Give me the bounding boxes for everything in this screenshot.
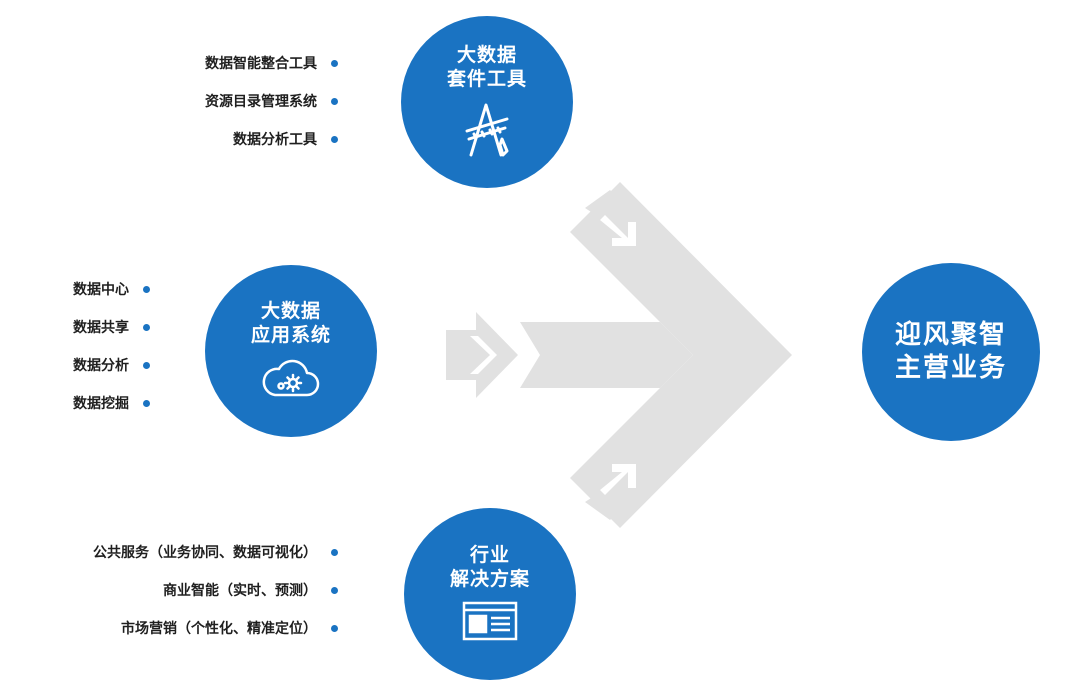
list-item: 资源目录管理系统 (205, 82, 338, 120)
app-title-line1: 大数据 (260, 300, 321, 322)
suite-title-line2: 套件工具 (446, 68, 527, 90)
bullet-dot (143, 399, 150, 407)
bullet-dot (331, 548, 338, 556)
list-item: 数据中心 (73, 270, 150, 308)
design-tools-icon (462, 101, 512, 161)
bullet-dot (331, 586, 338, 594)
suite-items-list: 数据智能整合工具 资源目录管理系统 数据分析工具 (205, 44, 338, 158)
list-item: 公共服务（业务协同、数据可视化） (93, 533, 338, 571)
bullet-dot (143, 323, 150, 331)
list-item: 数据智能整合工具 (205, 44, 338, 82)
list-item: 市场营销（个性化、精准定位） (93, 609, 338, 647)
core-title-line1: 迎风聚智 (894, 320, 1007, 350)
lower-arrow (585, 455, 655, 520)
list-item: 数据分析工具 (205, 120, 338, 158)
app-title-line2: 应用系统 (250, 324, 331, 346)
industry-items-list: 公共服务（业务协同、数据可视化） 商业智能（实时、预测） 市场营销（个性化、精准… (93, 533, 338, 647)
list-item: 数据共享 (73, 308, 150, 346)
bullet-dot (143, 361, 150, 369)
app-items-list: 数据中心 数据共享 数据分析 数据挖掘 (73, 270, 150, 422)
suite-title-line1: 大数据 (456, 44, 517, 66)
center-band (520, 322, 693, 388)
core-title-line2: 主营业务 (894, 353, 1007, 383)
app-system-circle: 大数据 应用系统 (205, 265, 377, 437)
list-item: 数据挖掘 (73, 384, 150, 422)
suite-tools-circle: 大数据 套件工具 (401, 16, 573, 188)
bullet-dot (331, 624, 338, 632)
core-business-circle: 迎风聚智 主营业务 (862, 263, 1040, 441)
main-chevron (570, 182, 792, 528)
document-card-icon (462, 601, 518, 645)
left-arrow (446, 312, 518, 398)
bullet-dot (331, 97, 338, 105)
cloud-gear-icon (261, 357, 321, 403)
upper-arrow (585, 190, 655, 255)
bullet-dot (143, 285, 150, 293)
list-item: 商业智能（实时、预测） (93, 571, 338, 609)
industry-solutions-circle: 行业 解决方案 (404, 508, 576, 680)
industry-title-line1: 行业 (469, 544, 510, 566)
bullet-dot (331, 135, 338, 143)
bullet-dot (331, 59, 338, 67)
list-item: 数据分析 (73, 346, 150, 384)
industry-title-line2: 解决方案 (449, 568, 530, 590)
